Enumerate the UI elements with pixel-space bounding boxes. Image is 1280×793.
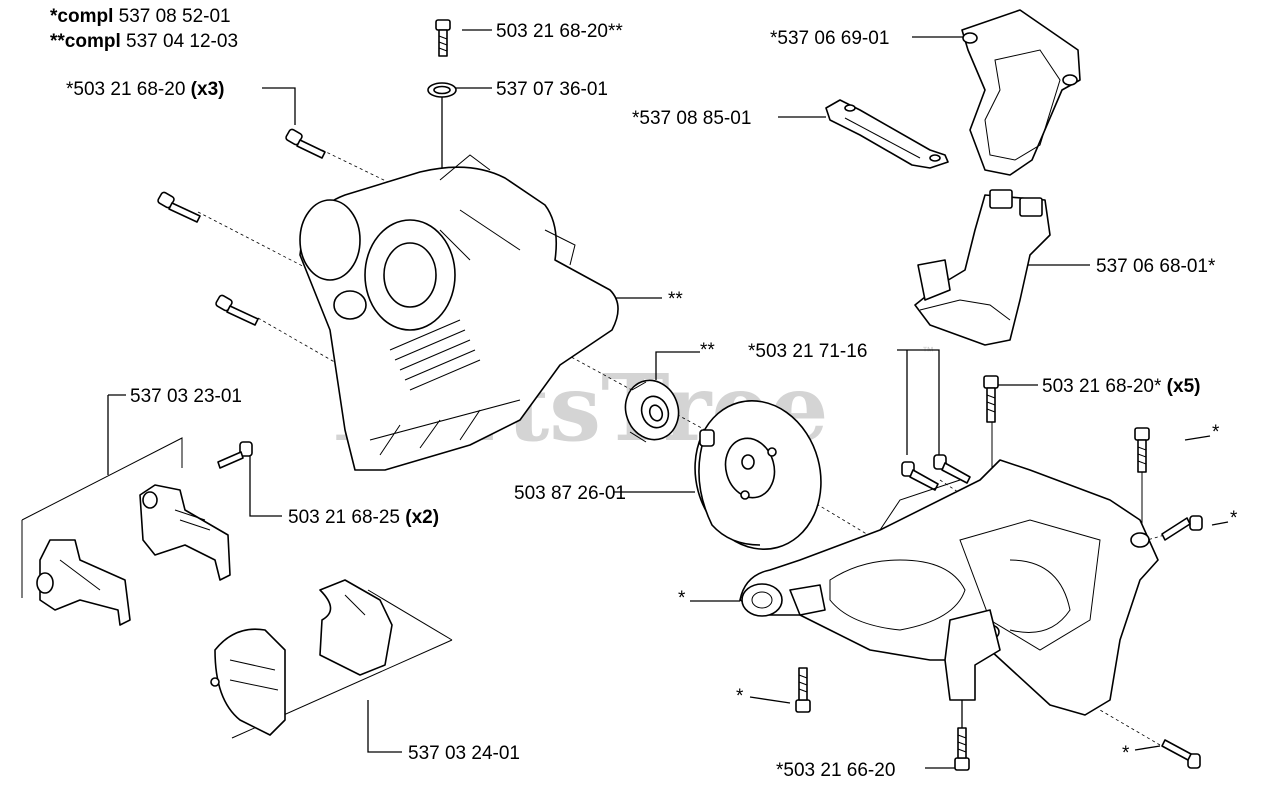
label-503-87-26-01: 503 87 26-01 <box>514 483 626 504</box>
screw-icon <box>954 727 970 771</box>
gasket-icon <box>825 99 949 169</box>
screw-icon <box>1161 739 1201 769</box>
screw-icon <box>1161 515 1203 541</box>
shell-half-icon <box>210 628 286 736</box>
label-503-21-68-20-x3: *503 21 68-20 (x3) <box>66 79 224 100</box>
label-537-06-69-01: *537 06 69-01 <box>770 28 889 49</box>
label-537-08-85-01: *537 08 85-01 <box>632 108 751 129</box>
label-503-21-68-25-x2: 503 21 68-25 (x2) <box>288 507 439 528</box>
label-star: * <box>736 686 744 707</box>
label-537-06-68-01: 537 06 68-01* <box>1096 256 1216 277</box>
air-guide-icon <box>914 189 1051 346</box>
snap-ring-icon <box>427 82 457 98</box>
screw-icon <box>217 441 253 469</box>
label-star: * <box>1230 508 1238 529</box>
label-housing-ss: ** <box>668 289 683 310</box>
screw-icon <box>1134 427 1150 473</box>
screw-icon <box>901 461 939 491</box>
label-537-03-24-01: 537 03 24-01 <box>408 743 520 764</box>
label-bearing-ss: ** <box>700 340 715 361</box>
screw-icon <box>215 294 259 326</box>
screw-icon <box>157 191 201 223</box>
label-star: * <box>1212 422 1220 443</box>
compl-note-2: **compl 537 04 12-03 <box>50 31 238 52</box>
clutch-drum-icon <box>694 399 822 551</box>
screw-icon <box>983 375 999 423</box>
watermark-tm: ™ <box>922 344 934 358</box>
label-503-21-66-20: *503 21 66-20 <box>776 760 895 781</box>
label-503-21-68-20-ss: 503 21 68-20** <box>496 21 623 42</box>
crankcase-housing-icon <box>299 154 619 471</box>
crankcase-lower-icon <box>739 459 1159 716</box>
compl-note-1: *compl 537 08 52-01 <box>50 6 231 27</box>
clamp-half-icon <box>139 484 231 581</box>
label-503-21-71-16: *503 21 71-16 <box>748 341 867 362</box>
label-star: * <box>678 588 686 609</box>
label-537-03-23-01: 537 03 23-01 <box>130 386 242 407</box>
leader-lines <box>21 29 1229 769</box>
label-star: * <box>1122 743 1130 764</box>
label-503-21-68-20-x5: 503 21 68-20* (x5) <box>1042 376 1200 397</box>
bearing-icon <box>624 379 680 443</box>
label-537-07-36-01: 537 07 36-01 <box>496 79 608 100</box>
clamp-half-icon <box>36 539 131 626</box>
screw-icon <box>933 454 971 484</box>
screw-icon <box>795 667 811 713</box>
bolt-top-icon <box>435 19 451 57</box>
screw-icon <box>285 128 326 159</box>
cover-frame-icon <box>961 9 1081 176</box>
shell-half-icon <box>319 579 393 676</box>
